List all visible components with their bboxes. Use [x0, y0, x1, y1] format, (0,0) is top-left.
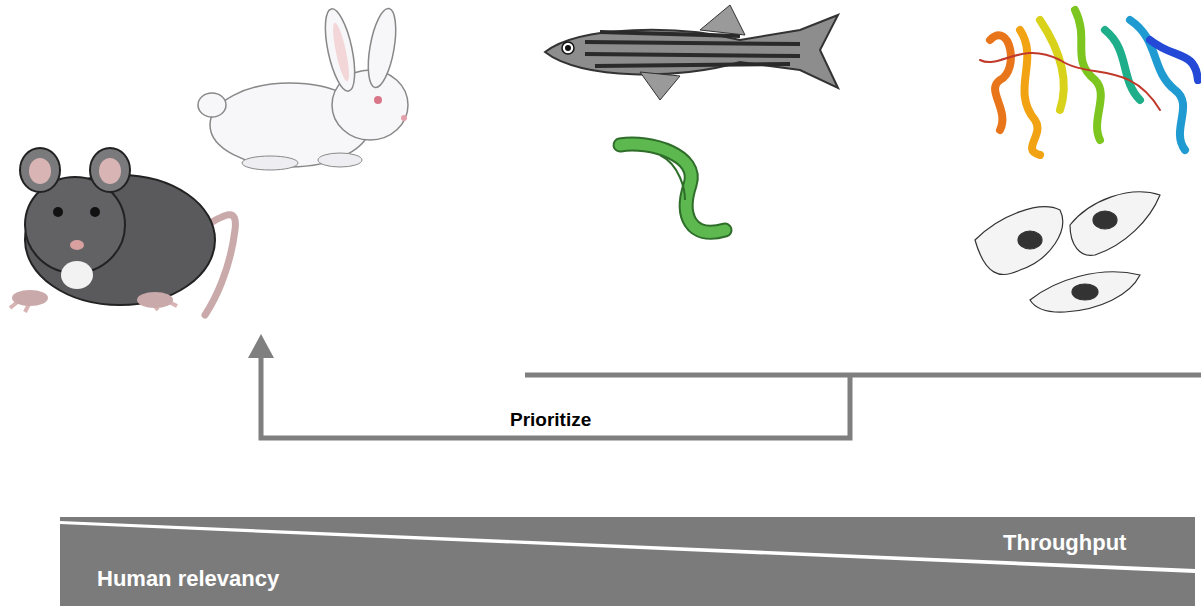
- rabbit-drawing: [198, 6, 408, 170]
- axis-label: Throughput: [1003, 530, 1126, 556]
- zebrafish-drawing: [545, 5, 838, 100]
- cells-drawing: [975, 192, 1160, 312]
- worm-drawing: [620, 144, 725, 232]
- arrow-label: Prioritize: [510, 409, 591, 431]
- prioritize-arrow: [248, 334, 1201, 438]
- wedge-shape: [60, 521, 1195, 606]
- protein-ribbon: [980, 10, 1198, 155]
- rat-drawing: [10, 148, 235, 315]
- human-relevancy-wedge: Human relevancy: [60, 521, 1195, 606]
- axis-label: Human relevancy: [97, 566, 279, 592]
